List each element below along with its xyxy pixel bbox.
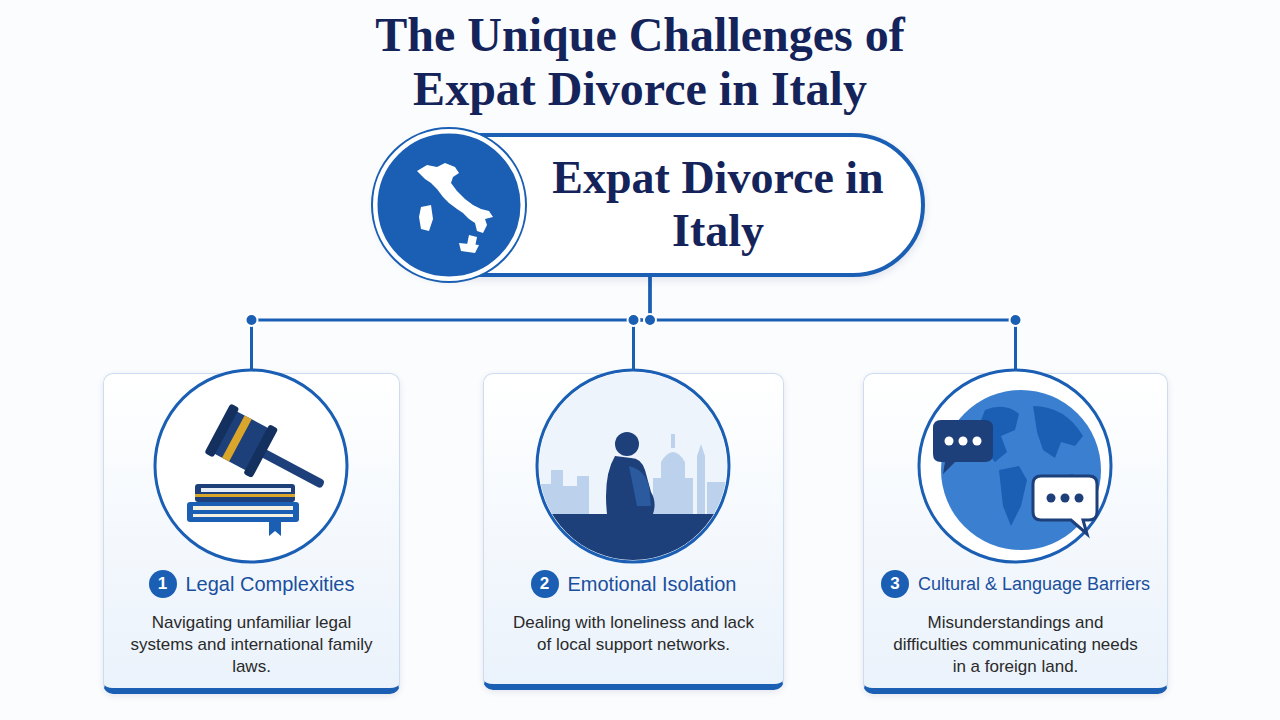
challenge-card: 1 Legal ComplexitiesNavigating unfamiliar…	[103, 373, 400, 694]
connector-line	[252, 277, 651, 373]
card-heading: Cultural & Language Barriers	[918, 574, 1150, 595]
connector	[644, 277, 1022, 373]
heading-row: 1 Legal Complexities	[149, 570, 355, 598]
junction-dot	[644, 314, 656, 326]
challenge-card: 2 Emotional IsolationDealing with lonelin…	[483, 373, 784, 690]
central-label: Expat Divorce in Italy	[548, 152, 888, 258]
card-body: Dealing with loneliness and lack of loca…	[509, 612, 759, 656]
heading-row: 3 Cultural & Language Barriers	[881, 570, 1150, 598]
central-pill: Expat Divorce in Italy	[375, 133, 925, 277]
card-illustration	[533, 366, 733, 570]
number-badge: 2	[531, 570, 559, 598]
challenge-card: 3 Cultural & Language BarriersMisundersta…	[863, 373, 1168, 694]
junction-dot	[644, 314, 656, 326]
connector-line	[650, 277, 1016, 373]
heading-row: 2 Emotional Isolation	[531, 570, 737, 598]
card-heading: Emotional Isolation	[568, 573, 737, 596]
card-illustration	[915, 366, 1115, 570]
card-body: Misunderstandings and difficulties commu…	[891, 612, 1141, 678]
number-badge: 1	[149, 570, 177, 598]
card-heading: Legal Complexities	[186, 573, 355, 596]
italy-map-icon	[371, 127, 527, 287]
junction-dot	[644, 314, 656, 326]
number-badge: 3	[881, 570, 909, 598]
junction-dot	[246, 314, 258, 326]
junction-dot	[1010, 314, 1022, 326]
card-body: Navigating unfamiliar legal systems and …	[127, 612, 377, 678]
card-illustration	[151, 366, 351, 570]
connector	[628, 277, 657, 373]
connector	[246, 277, 657, 373]
title: The Unique Challenges of Expat Divorce i…	[320, 8, 960, 116]
junction-dot	[628, 314, 640, 326]
